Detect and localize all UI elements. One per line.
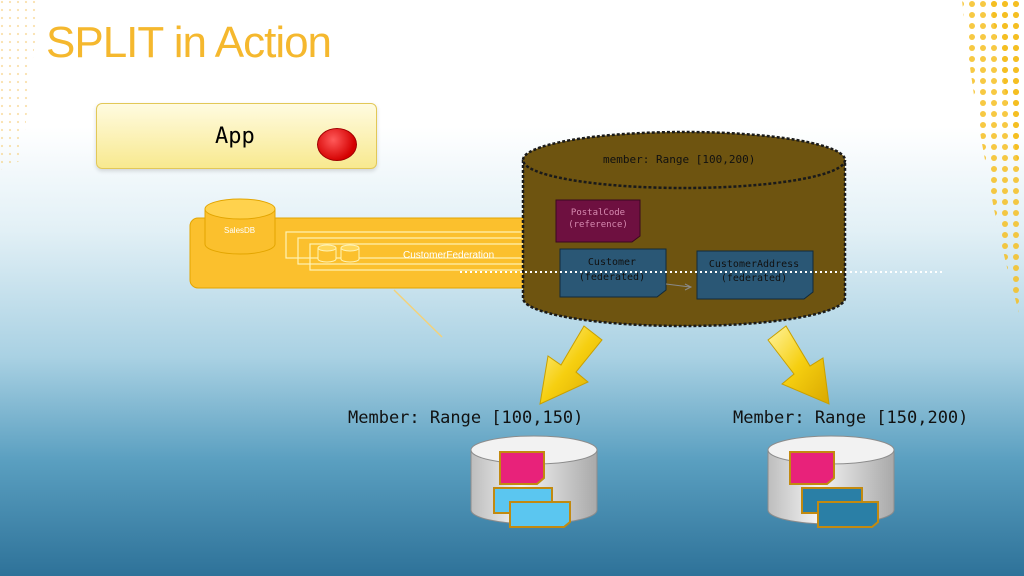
- app-label: App: [215, 124, 255, 149]
- postalcode-table: PostalCode (reference): [555, 199, 641, 243]
- slide-title: SPLIT in Action: [46, 18, 332, 67]
- app-status-dot: [317, 128, 357, 161]
- split-member-label-left: Member: Range [100,150): [348, 408, 584, 428]
- app-box: App: [96, 103, 377, 169]
- split-arrow-right: [767, 325, 830, 405]
- customeraddress-table: CustomerAddress (federated): [696, 250, 814, 300]
- customer-federation-label: CustomerFederation: [403, 250, 494, 261]
- customeraddress-table-name: CustomerAddress: [709, 259, 799, 270]
- split-member-cylinder-right: [767, 435, 895, 528]
- salesdb-label: SalesDB: [224, 226, 255, 235]
- split-member-label-right: Member: Range [150,200): [733, 408, 969, 428]
- customer-table-type: (federated): [579, 272, 645, 283]
- customer-table-name: Customer: [588, 257, 636, 268]
- salesdb-cylinder-icon: SalesDB: [204, 198, 276, 255]
- connector-line: [393, 289, 443, 338]
- customeraddress-table-type: (federated): [721, 273, 787, 284]
- federation-small-db-icon: [317, 244, 360, 263]
- split-arrow-left: [539, 325, 603, 405]
- postalcode-table-type: (reference): [568, 220, 628, 230]
- customer-table: Customer (federated): [559, 248, 667, 298]
- salesdb-container: CustomerFederation: [189, 217, 551, 289]
- postalcode-table-name: PostalCode: [571, 208, 625, 218]
- split-member-cylinder-left: [470, 435, 598, 528]
- federation-member-label: member: Range [100,200): [603, 153, 755, 166]
- relationship-arrow: [665, 283, 693, 291]
